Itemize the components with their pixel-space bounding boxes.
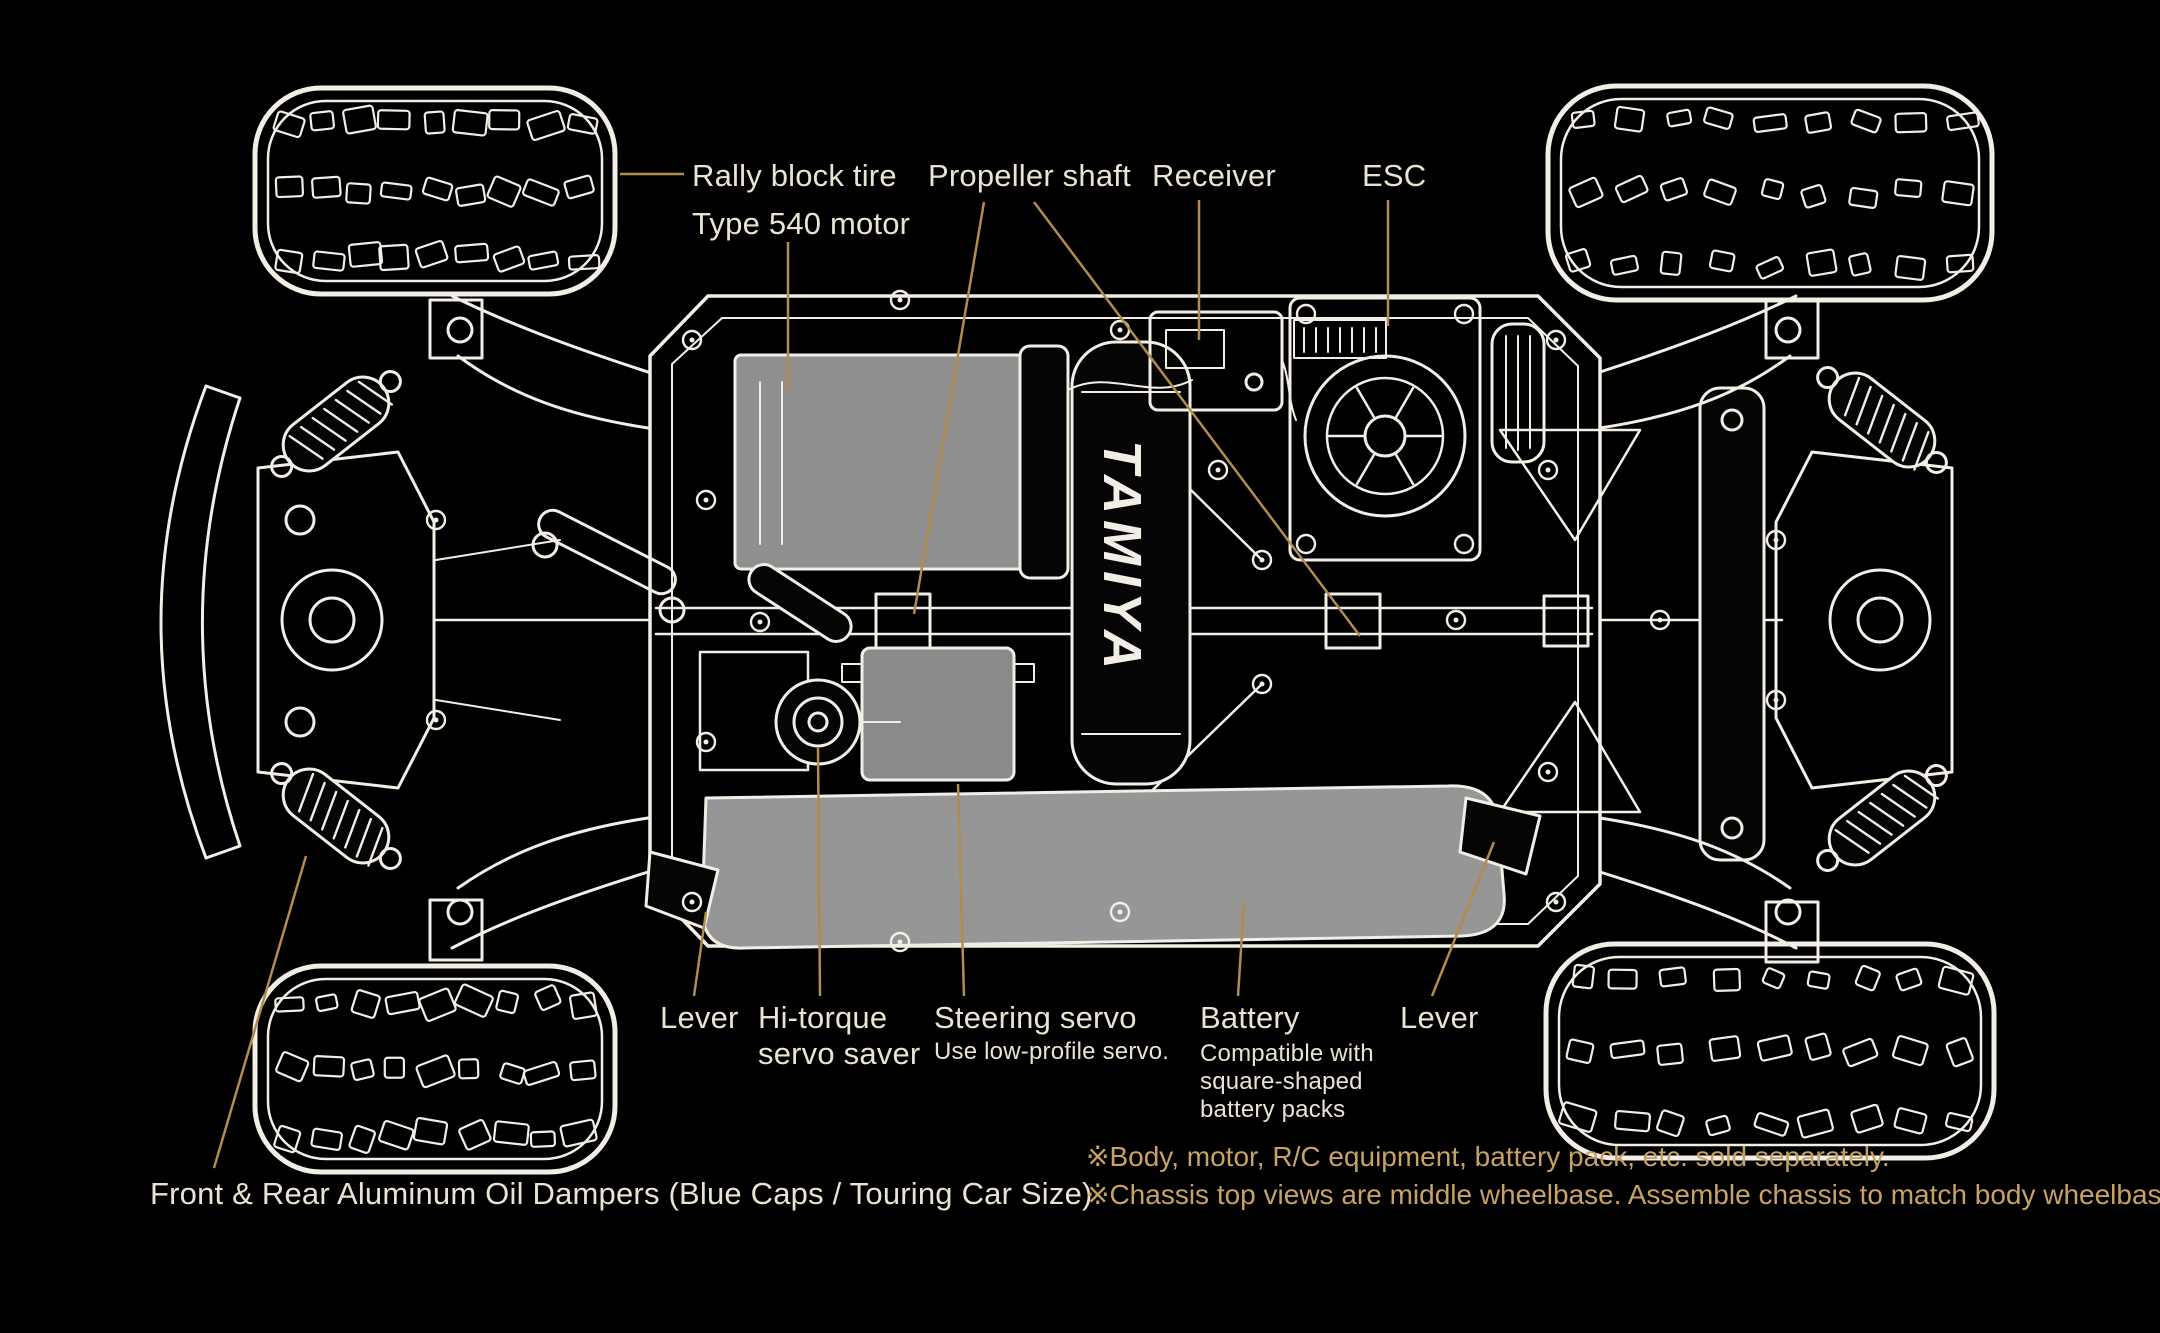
label-battery: Battery	[1200, 1000, 1300, 1035]
brand-text: TAMIYA	[1092, 440, 1152, 675]
label-receiver: Receiver	[1152, 158, 1276, 193]
tire-rear-left	[252, 963, 618, 1175]
label-rally-block-tire: Rally block tire	[692, 158, 897, 193]
esc-unit	[1288, 296, 1482, 562]
steering-servo-body	[860, 646, 1016, 782]
battery-pack	[700, 784, 1506, 950]
label-propeller-shaft: Propeller shaft	[928, 158, 1131, 193]
tire-front-left	[252, 85, 618, 297]
label-lever-right: Lever	[1400, 1000, 1479, 1035]
tire-rear-right	[1543, 941, 1997, 1161]
oil-dampers	[270, 366, 1948, 872]
electronics	[1148, 296, 1546, 562]
footnote-wheelbase: ※Chassis top views are middle wheelbase.…	[1086, 1179, 2160, 1210]
label-type-540-motor: Type 540 motor	[692, 206, 911, 241]
motor-540	[733, 344, 1193, 580]
footnote-sold-separately: ※Body, motor, R/C equipment, battery pac…	[1086, 1141, 1890, 1172]
rear-suspension	[1598, 294, 1954, 964]
propeller-shaft-assembly: TAMIYA	[434, 340, 1784, 786]
tire-front-right	[1545, 83, 1995, 303]
cooling-fan-icon	[1303, 354, 1467, 518]
lever-right-part	[1458, 796, 1542, 876]
screw-heads	[425, 289, 1787, 953]
front-suspension	[159, 294, 686, 962]
leader-lines	[212, 172, 1496, 1169]
label-lever-left: Lever	[660, 1000, 739, 1035]
steering-assembly	[698, 563, 1035, 782]
label-hi-torque-line2: servo saver	[758, 1036, 921, 1071]
label-battery-note-2: square-shaped	[1200, 1068, 1363, 1095]
label-battery-note-1: Compatible with	[1200, 1040, 1374, 1067]
label-hi-torque-line1: Hi-torque	[758, 1000, 888, 1035]
label-steering-servo: Steering servo	[934, 1000, 1137, 1035]
label-dampers-note: Front & Rear Aluminum Oil Dampers (Blue …	[150, 1176, 1093, 1211]
label-esc: ESC	[1362, 158, 1427, 193]
label-steering-servo-note: Use low-profile servo.	[934, 1038, 1170, 1065]
label-battery-note-3: battery packs	[1200, 1096, 1346, 1123]
